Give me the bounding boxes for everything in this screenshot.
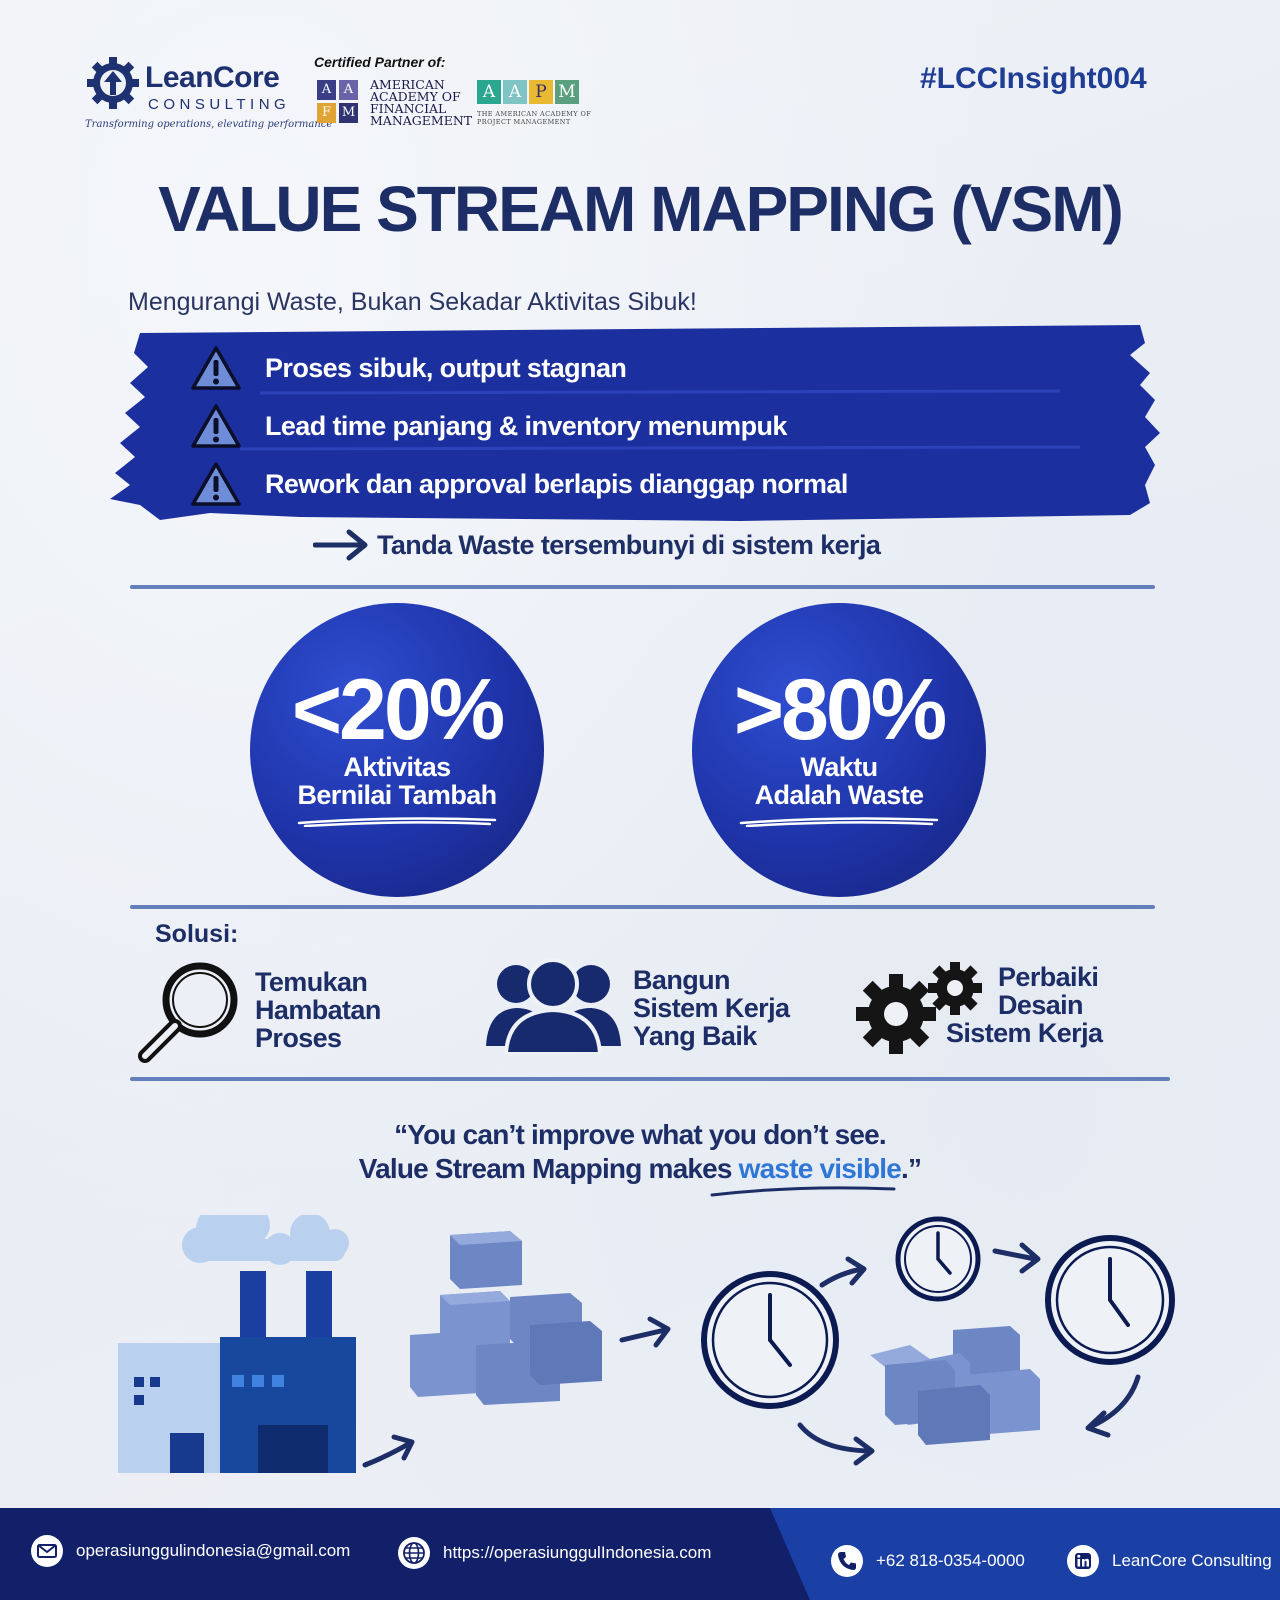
solution-item: Perbaiki Desain Sistem Kerja (946, 963, 1114, 1047)
solution-line: Proses (255, 1023, 342, 1053)
people-icon (486, 958, 621, 1054)
footer-phone[interactable]: +62 818-0354-0000 (830, 1544, 1025, 1578)
aafm-letter: A (339, 80, 358, 100)
stat-caption-line: Adalah Waste (754, 780, 924, 810)
stat-caption: Aktivitas Bernilai Tambah (250, 753, 544, 809)
warning-text: Proses sibuk, output stagnan (265, 352, 627, 383)
warning-icon (191, 462, 241, 506)
highlight-underline (710, 1186, 896, 1197)
page-subtitle: Mengurangi Waste, Bukan Sekadar Aktivita… (128, 288, 697, 316)
footer-linkedin[interactable]: LeanCore Consulting (1066, 1544, 1272, 1578)
solution-item: Temukan Hambatan Proses (255, 968, 381, 1052)
waste-note-text: Tanda Waste tersembunyi di sistem kerja (377, 529, 881, 560)
stat-caption-line: Aktivitas (343, 752, 451, 782)
arrow-icon (362, 1434, 415, 1468)
underline-swoosh (739, 817, 939, 827)
warning-item: Proses sibuk, output stagnan (190, 343, 627, 393)
solution-item: Bangun Sistem Kerja Yang Baik (633, 965, 790, 1051)
aapm-letter: A (503, 80, 527, 104)
clock-icon (895, 1216, 981, 1302)
aafm-letter: A (317, 80, 336, 100)
quote-text: Value Stream Mapping makes (358, 1153, 739, 1184)
divider (130, 905, 1155, 909)
arrow-icon (797, 1422, 875, 1466)
quote-line-1: “You can’t improve what you don’t see. (394, 1119, 887, 1150)
warning-item: Lead time panjang & inventory menumpuk (190, 401, 787, 451)
footer-phone-text: +62 818-0354-0000 (876, 1551, 1025, 1570)
arrow-right-icon (313, 529, 368, 561)
aafm-letter: M (339, 103, 358, 123)
warning-text: Lead time panjang & inventory menumpuk (265, 410, 787, 441)
stat-circle-value-added: <20% Aktivitas Bernilai Tambah (250, 603, 544, 897)
stat-circle-waste: >80% Waktu Adalah Waste (692, 603, 986, 897)
clock-icon (1045, 1235, 1175, 1365)
solution-line: Hambatan (255, 995, 381, 1025)
brand-name: LeanCore (145, 61, 280, 94)
aapm-letter: P (529, 80, 553, 104)
footer-linkedin-text: LeanCore Consulting (1112, 1551, 1272, 1570)
brand-tagline: Transforming operations, elevating perfo… (85, 119, 333, 130)
aapm-letter: A (477, 80, 501, 104)
solution-line: Sistem Kerja (633, 993, 790, 1023)
phone-icon (831, 1545, 863, 1577)
aafm-name: AMERICAN ACADEMY OF FINANCIAL MANAGEMENT (370, 77, 473, 128)
brand-logo: LeanCore CONSULTING Transforming operati… (85, 55, 332, 135)
waste-note: Tanda Waste tersembunyi di sistem kerja (313, 528, 881, 562)
arrow-icon (819, 1256, 867, 1288)
aapm-letter: M (555, 80, 579, 104)
clock-icon (701, 1271, 839, 1409)
quote-text: .” (901, 1153, 922, 1184)
solution-line: Sistem Kerja (946, 1018, 1103, 1048)
warning-icon (191, 346, 241, 390)
quote-highlight: waste visible (738, 1153, 902, 1184)
divider (130, 1077, 1170, 1081)
arrow-icon (992, 1242, 1041, 1274)
brand-sub: CONSULTING (148, 96, 291, 113)
footer-website[interactable]: https://operasiunggulIndonesia.com (397, 1536, 711, 1570)
stat-value: >80% (733, 662, 947, 758)
quote-line-2: Value Stream Mapping makes waste visible… (0, 1152, 1280, 1186)
footer-website-text: https://operasiunggulIndonesia.com (443, 1543, 712, 1562)
warning-icon (191, 404, 241, 448)
boxes-icon (870, 1326, 1040, 1445)
gears-icon (856, 962, 982, 1054)
divider (130, 585, 1155, 589)
footer-email[interactable]: operasiunggulindonesia@gmail.com (30, 1534, 350, 1568)
underline-swoosh (297, 817, 497, 827)
footer-email-text: operasiunggulindonesia@gmail.com (76, 1541, 351, 1560)
footer-accent (770, 1508, 1280, 1600)
vsm-illustration (118, 1215, 1175, 1473)
solution-line: Desain (998, 990, 1084, 1020)
factory-icon (118, 1215, 356, 1473)
hashtag: #LCCInsight004 (920, 62, 1147, 95)
brush-banner (110, 325, 1160, 521)
warning-item: Rework dan approval berlapis dianggap no… (190, 459, 848, 509)
boxes-icon (410, 1231, 602, 1405)
quote: “You can’t improve what you don’t see. V… (0, 1118, 1280, 1186)
warning-text: Rework dan approval berlapis dianggap no… (265, 468, 848, 499)
aafm-letter: F (317, 103, 336, 123)
solution-line: Temukan (255, 967, 368, 997)
arrow-icon (619, 1316, 671, 1348)
mail-icon (31, 1535, 63, 1567)
linkedin-icon (1067, 1545, 1099, 1577)
solution-line: Perbaiki (998, 962, 1099, 992)
solutions-label: Solusi: (155, 920, 239, 948)
globe-icon (398, 1537, 430, 1569)
arrow-icon (1085, 1374, 1141, 1438)
solution-line: Yang Baik (633, 1021, 757, 1051)
logo-gear-icon (87, 57, 139, 109)
stat-caption-line: Waktu (800, 752, 879, 782)
aapm-name: THE AMERICAN ACADEMY OF PROJECT MANAGEME… (477, 110, 592, 126)
stat-caption: Waktu Adalah Waste (692, 753, 986, 809)
solution-line: Bangun (633, 965, 730, 995)
stat-caption-line: Bernilai Tambah (297, 780, 497, 810)
magnifier-icon (138, 962, 238, 1063)
stat-value: <20% (291, 662, 505, 758)
certified-label: Certified Partner of: (314, 54, 446, 70)
page-title: VALUE STREAM MAPPING (VSM) (158, 173, 1124, 245)
